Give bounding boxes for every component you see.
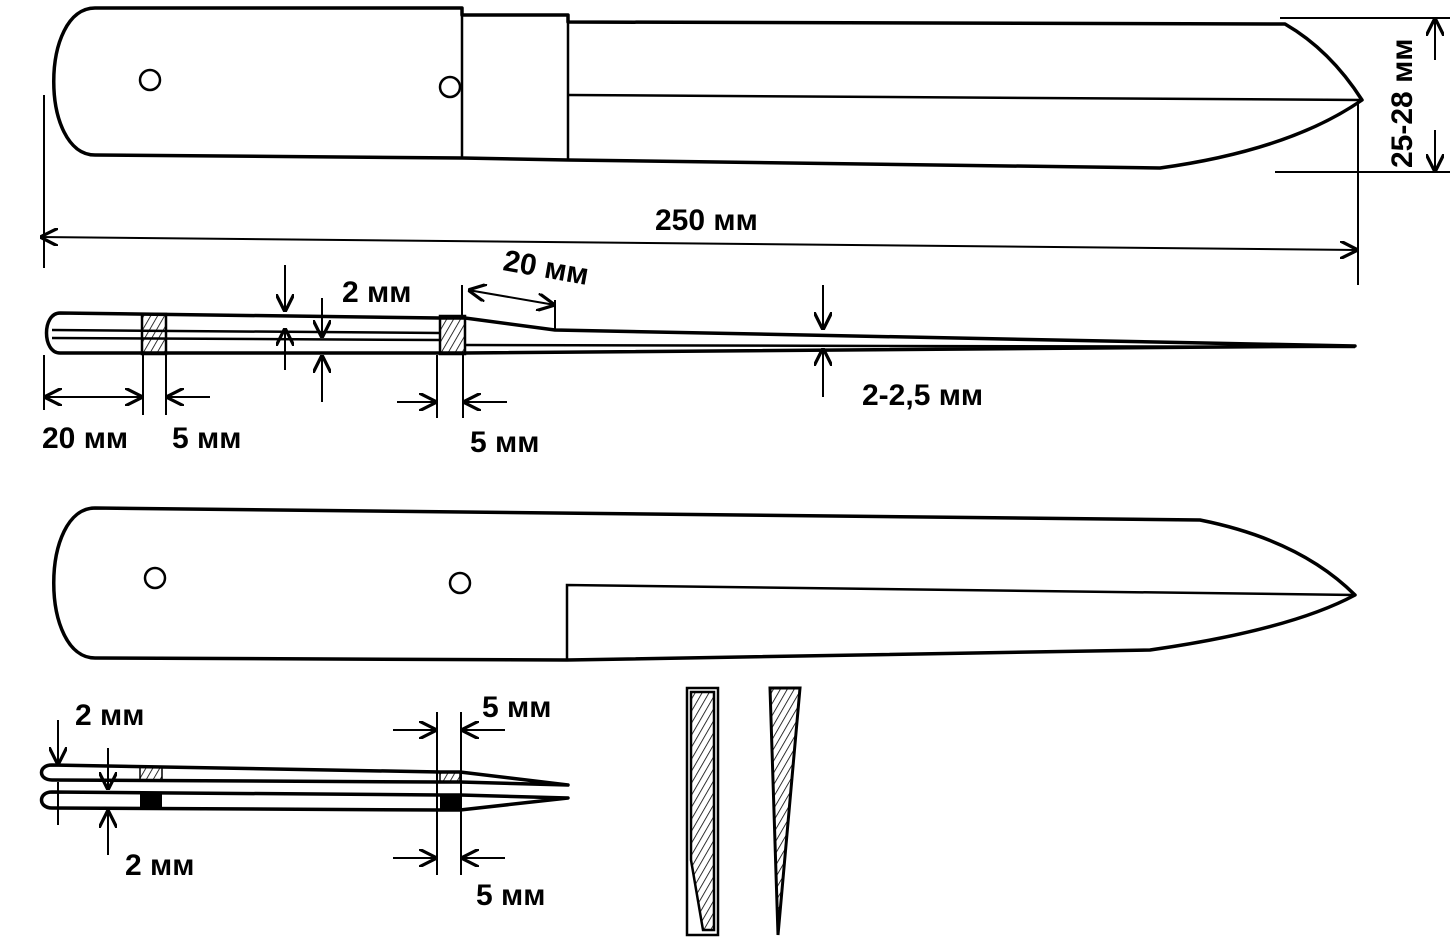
handle-end-label: 20 мм <box>42 422 128 455</box>
blade-thickness-label: 2-2,5 мм <box>862 379 983 412</box>
spacer-2-label: 5 мм <box>470 426 539 459</box>
bevel-length-label: 20 мм <box>501 244 592 291</box>
spacer-hatched <box>438 314 467 356</box>
rivet-hole <box>138 68 162 92</box>
fuller-line <box>567 93 1363 102</box>
split-side-view: 2 мм 2 мм 5 мм 5 мм <box>39 691 570 912</box>
total-length-label: 250 мм <box>655 204 758 237</box>
handle-gap-label: 2 мм <box>342 276 411 309</box>
cross-section-hatched <box>768 686 802 936</box>
bottom-gap-top-label: 2 мм <box>75 699 144 732</box>
cross-sections <box>685 686 802 937</box>
spacer-hatched <box>140 312 168 356</box>
cross-section-hatched <box>689 690 716 932</box>
rivet-hole <box>143 566 167 590</box>
width-label: 25-28 мм <box>1386 39 1419 168</box>
knife-outline-variant <box>52 506 1357 662</box>
spacer-1-label: 5 мм <box>172 422 241 455</box>
length-dimension <box>40 237 1358 250</box>
bottom-spacer-top-label: 5 мм <box>482 691 551 724</box>
top-view: 250 мм 25-28 мм <box>40 6 1450 285</box>
bottom-spacer-bottom-label: 5 мм <box>476 879 545 912</box>
bottom-gap-bottom-label: 2 мм <box>125 849 194 882</box>
rivet-hole <box>448 571 472 595</box>
top-view-variant <box>52 506 1357 662</box>
side-view: 20 мм 2 мм 20 мм 5 мм 5 мм 2-2,5 мм <box>42 244 1357 459</box>
knife-outline <box>52 6 1364 170</box>
cross-section-frame <box>685 686 720 937</box>
rivet-hole <box>438 75 462 99</box>
